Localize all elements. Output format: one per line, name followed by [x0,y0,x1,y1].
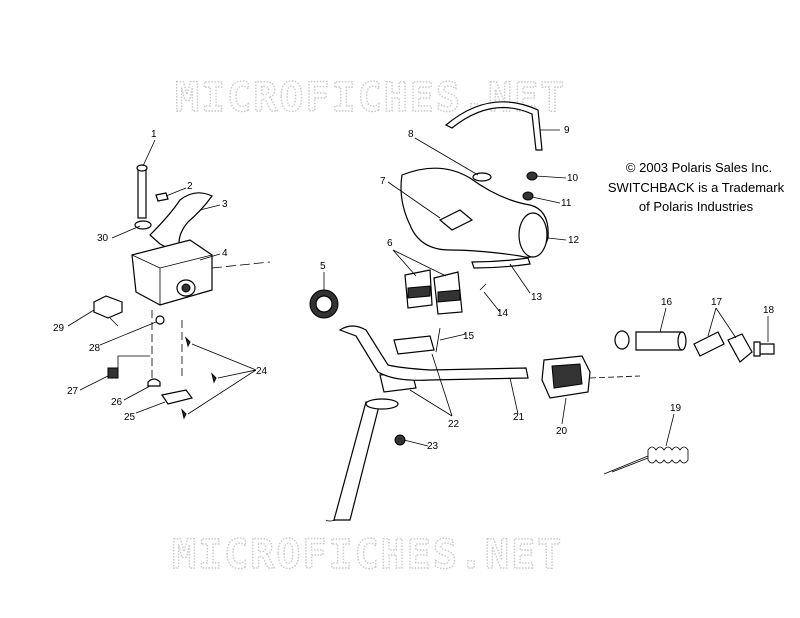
watermark-top: MICROFICHES.NET [175,75,566,121]
bracket-part-22a [393,335,435,355]
leader-lines [67,129,769,447]
callout-3: 3 [222,199,228,210]
heater-part-17b [727,333,753,363]
grip-end-part-16 [614,330,630,350]
callout-18: 18 [763,305,775,316]
callout-numbers: 1 2 3 4 5 6 7 8 9 10 11 12 13 14 15 16 1… [53,125,775,452]
handlebar-assembly [309,101,775,522]
nut-part-28 [155,315,165,325]
callout-21: 21 [513,412,525,423]
callout-6: 6 [387,238,393,249]
connector-part-29 [93,295,123,319]
housing-part-4 [131,239,213,306]
callout-12: 12 [568,235,580,246]
callout-25: 25 [124,412,136,423]
callout-30: 30 [97,233,109,244]
callout-19: 19 [670,403,682,414]
emblem-part-8 [472,172,492,182]
washer-part-30 [134,220,152,230]
clip-part-2 [155,192,169,202]
callout-4: 4 [222,248,228,259]
bolt-part-18 [759,343,775,355]
bolt-part-1 [137,167,147,219]
callout-26: 26 [111,397,123,408]
screw-part-24b [211,372,217,384]
handlebar-part-21 [338,325,529,381]
screw-part-24c [181,408,187,420]
callout-10: 10 [567,173,579,184]
callout-11: 11 [561,198,572,209]
callout-29: 29 [53,323,65,334]
trademark-line-2: of Polaris Industries [638,199,754,214]
callout-17: 17 [711,297,723,308]
callout-1: 1 [151,129,157,140]
callout-24: 24 [256,366,268,377]
plate-part-25 [161,389,194,405]
trademark-line-1: SWITCHBACK is a Trademark [607,180,785,195]
nut-part-10 [526,171,538,181]
grip-part-16 [635,331,683,351]
left-assembly [93,164,271,420]
callout-2: 2 [187,181,193,192]
heater-part-17a [693,331,725,357]
screw-part-24a [185,336,191,348]
callout-20: 20 [556,426,568,437]
callout-9: 9 [564,125,570,136]
callout-13: 13 [531,292,543,303]
bracket-part-26 [147,378,161,387]
callout-8: 8 [408,129,414,140]
callout-15: 15 [463,331,475,342]
callout-22: 22 [448,419,460,430]
strip-part-13 [471,257,531,269]
strap-part-9 [444,101,543,151]
steering-post [333,401,381,521]
nut-part-23 [394,434,406,446]
callout-14: 14 [497,308,509,319]
callout-16: 16 [661,297,673,308]
lever-part-3 [149,192,213,251]
nut-part-11 [522,191,534,201]
clip-part-27 [107,367,119,379]
callout-5: 5 [320,261,326,272]
wire-coil-part-19 [647,446,689,464]
screw-part-14 [479,283,487,291]
callout-7: 7 [380,176,386,187]
callout-27: 27 [67,386,79,397]
screw-part-15 [435,327,441,353]
callout-28: 28 [89,343,101,354]
callout-23: 23 [427,441,439,452]
watermark-bottom: MICROFICHES.NET [172,532,563,578]
copyright-text: © 2003 Polaris Sales Inc. [625,160,773,175]
